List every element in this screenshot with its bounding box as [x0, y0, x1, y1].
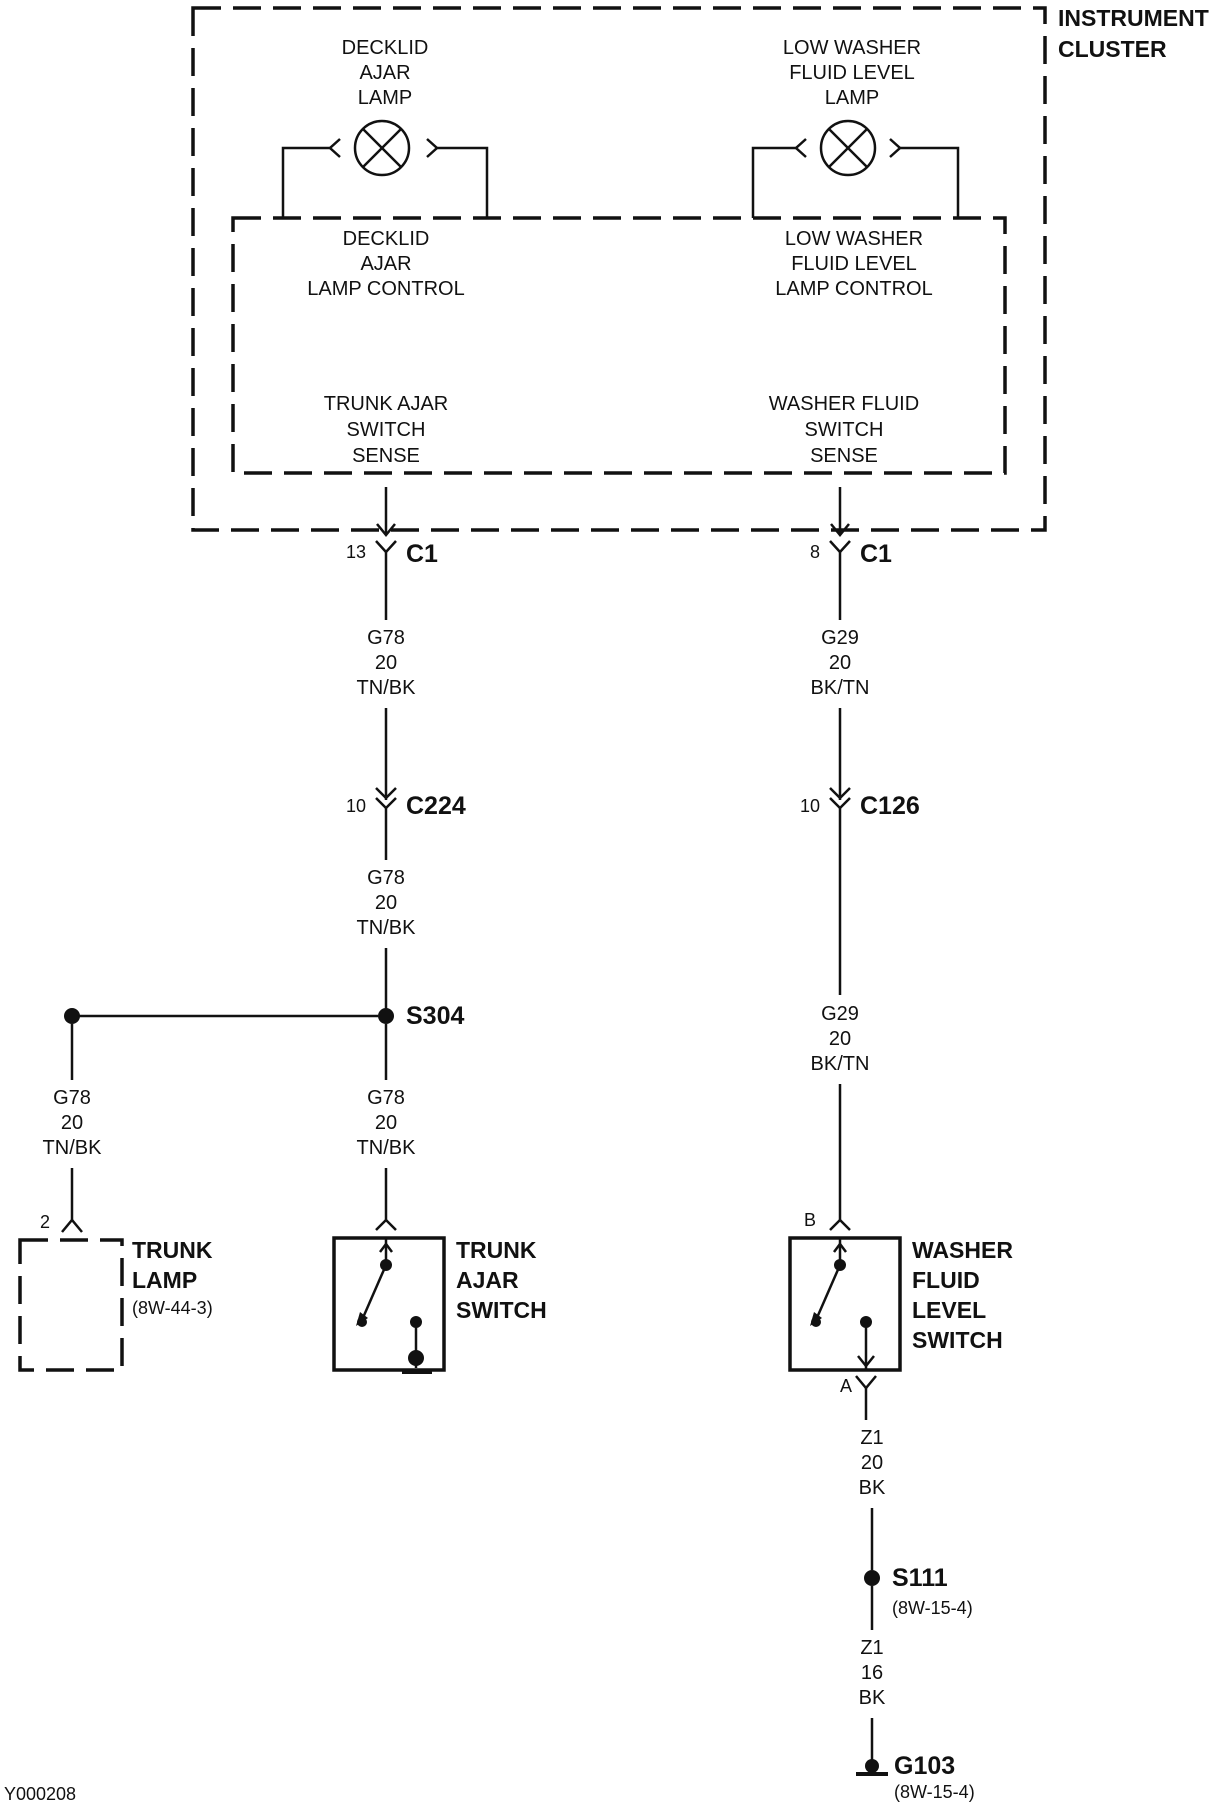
washer-fluid-level-switch-symbol	[788, 1236, 902, 1372]
g78-a-gauge: 20	[375, 652, 397, 674]
z1-a-gauge: 20	[861, 1452, 883, 1474]
washer-lamp-label-1: LOW WASHER	[783, 37, 921, 59]
washer-switch-pin-b: B	[804, 1210, 816, 1230]
g78-c-color: TN/BK	[43, 1137, 103, 1159]
washer-switch-pin-a: A	[840, 1376, 852, 1396]
g29-b-gauge: 20	[829, 1028, 851, 1050]
decklid-control-label-3: LAMP CONTROL	[307, 278, 464, 300]
trunk-switch-label-1: TRUNK	[456, 1237, 537, 1263]
g78-b-gauge: 20	[375, 892, 397, 914]
c224-pin: 10	[346, 796, 366, 816]
c126-connector	[829, 708, 851, 995]
trunk-lamp-connector	[61, 1218, 83, 1233]
washer-switch-connector-a	[855, 1375, 877, 1390]
s111-splice-dot	[864, 1570, 880, 1586]
trunk-switch-label-2: AJAR	[456, 1267, 519, 1293]
trunk-lamp-pin: 2	[40, 1212, 50, 1232]
decklid-control-label-1: DECKLID	[343, 228, 430, 250]
g29-a-gauge: 20	[829, 652, 851, 674]
g78-c-circuit: G78	[53, 1087, 91, 1109]
washer-switch-label-1: WASHER	[912, 1237, 1013, 1263]
washer-lamp-label-2: FLUID LEVEL	[789, 62, 915, 84]
washer-control-label-3: LAMP CONTROL	[775, 278, 932, 300]
cluster-module-outline	[231, 216, 1007, 475]
decklid-lamp-label-1: DECKLID	[342, 37, 429, 59]
c1-left-pin: 13	[346, 542, 366, 562]
decklid-lamp-label-3: LAMP	[358, 87, 412, 109]
g78-d-gauge: 20	[375, 1112, 397, 1134]
z1-b-gauge: 16	[861, 1662, 883, 1684]
s304-splice-dot	[378, 1008, 394, 1024]
washer-sense-label-1: WASHER FLUID	[769, 393, 919, 415]
c1-left-name: C1	[406, 540, 438, 568]
g78-d-circuit: G78	[367, 1087, 405, 1109]
washer-sense-label-3: SENSE	[810, 445, 878, 467]
trunk-switch-connector	[375, 1218, 397, 1231]
z1-a-circuit: Z1	[860, 1427, 883, 1449]
washer-switch-label-2: FLUID	[912, 1267, 980, 1293]
trunk-sense-label-2: SWITCH	[347, 419, 426, 441]
instrument-cluster-outline	[191, 6, 1047, 532]
washer-lamp-icon	[751, 119, 960, 218]
c224-connector	[375, 708, 397, 860]
g78-d-color: TN/BK	[357, 1137, 417, 1159]
ground-icon	[856, 1759, 888, 1776]
trunk-switch-label-3: SWITCH	[456, 1297, 547, 1323]
cluster-title-line1: INSTRUMENT	[1058, 5, 1209, 31]
trunk-ajar-circuit	[375, 487, 397, 620]
c1-right-pin: 8	[810, 542, 820, 562]
s304-name: S304	[406, 1002, 464, 1030]
decklid-control-label-2: AJAR	[360, 253, 411, 275]
washer-fluid-circuit	[829, 487, 851, 620]
g78-b-circuit: G78	[367, 867, 405, 889]
g29-a-circuit: G29	[821, 627, 859, 649]
trunk-lamp-ref: (8W-44-3)	[132, 1298, 213, 1318]
decklid-lamp-icon	[281, 119, 489, 218]
g78-c-gauge: 20	[61, 1112, 83, 1134]
washer-sense-label-2: SWITCH	[805, 419, 884, 441]
trunk-lamp-label-1: TRUNK	[132, 1237, 213, 1263]
c224-name: C224	[406, 792, 466, 820]
trunk-sense-label-1: TRUNK AJAR	[324, 393, 448, 415]
g78-a-color: TN/BK	[357, 677, 417, 699]
trunk-sense-label-3: SENSE	[352, 445, 420, 467]
s111-ref: (8W-15-4)	[892, 1598, 973, 1618]
decklid-lamp-label-2: AJAR	[359, 62, 410, 84]
cluster-title-line2: CLUSTER	[1058, 36, 1167, 62]
z1-a-color: BK	[859, 1477, 886, 1499]
g78-a-circuit: G78	[367, 627, 405, 649]
g103-ref: (8W-15-4)	[894, 1782, 975, 1802]
trunk-lamp-label-2: LAMP	[132, 1267, 197, 1293]
c126-name: C126	[860, 792, 920, 820]
g103-name: G103	[894, 1752, 955, 1780]
s111-name: S111	[892, 1564, 948, 1592]
c1-right-name: C1	[860, 540, 892, 568]
z1-b-circuit: Z1	[860, 1637, 883, 1659]
washer-lamp-label-3: LAMP	[825, 87, 879, 109]
washer-control-label-1: LOW WASHER	[785, 228, 923, 250]
c126-pin: 10	[800, 796, 820, 816]
washer-switch-label-3: LEVEL	[912, 1297, 986, 1323]
washer-switch-connector-b	[829, 1218, 851, 1231]
figure-id: Y000208	[4, 1784, 76, 1802]
g29-b-color: BK/TN	[811, 1053, 870, 1075]
g29-a-color: BK/TN	[811, 677, 870, 699]
trunk-lamp-splice-dot	[64, 1008, 80, 1024]
g29-b-circuit: G29	[821, 1003, 859, 1025]
trunk-ajar-switch-symbol	[332, 1236, 446, 1374]
washer-control-label-2: FLUID LEVEL	[791, 253, 917, 275]
washer-switch-label-4: SWITCH	[912, 1327, 1003, 1353]
trunk-lamp-outline	[18, 1238, 124, 1372]
z1-b-color: BK	[859, 1687, 886, 1709]
g78-b-color: TN/BK	[357, 917, 417, 939]
